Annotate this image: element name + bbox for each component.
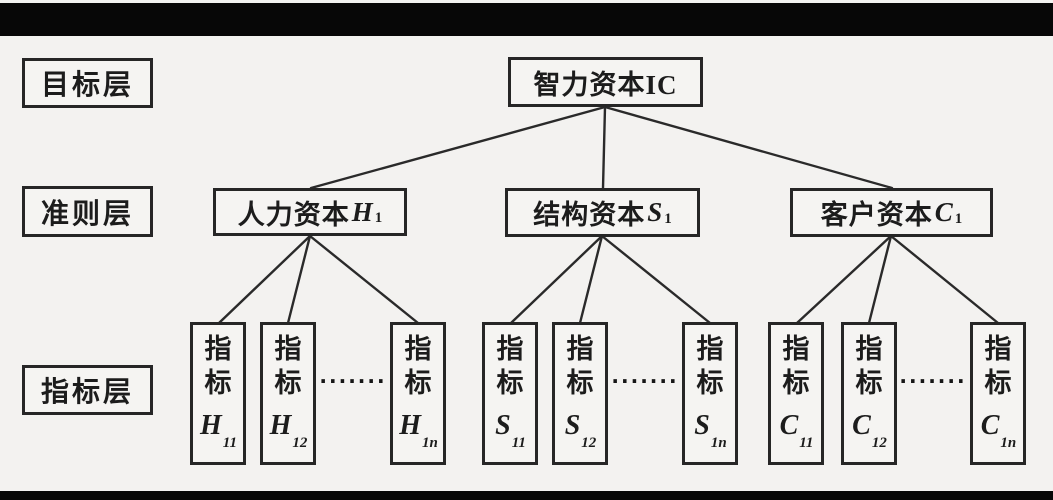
- indicator-variable: C12: [852, 410, 887, 451]
- indicator-node-h1n: 指 标 H1n: [390, 322, 446, 465]
- indicator-char-1: 指: [855, 334, 883, 364]
- indicator-char-1: 指: [566, 334, 594, 364]
- indicator-variable: H11: [200, 410, 237, 451]
- indicator-node-s11: 指 标 S11: [482, 322, 538, 465]
- ellipsis-dots-s: ·······: [611, 369, 679, 393]
- indicator-variable: S11: [495, 410, 526, 451]
- indicator-char-2: 标: [984, 368, 1012, 398]
- indicator-char-2: 标: [855, 368, 883, 398]
- indicator-char-1: 指: [496, 334, 524, 364]
- indicator-char-1: 指: [984, 334, 1012, 364]
- layer-label-indicator: 指标层: [22, 365, 153, 415]
- indicator-char-1: 指: [696, 334, 724, 364]
- indicator-variable: S12: [564, 410, 597, 451]
- criteria-label: 人力资本: [237, 199, 350, 230]
- indicator-node-h12: 指 标 H12: [260, 322, 316, 465]
- indicator-char-1: 指: [274, 334, 302, 364]
- letterbox-bottom-bar: [0, 491, 1053, 500]
- criteria-variable: C: [934, 197, 954, 227]
- letterbox-top-bar: [0, 3, 1053, 36]
- indicator-char-2: 标: [404, 368, 432, 398]
- indicator-char-2: 标: [496, 368, 524, 398]
- indicator-char-2: 标: [204, 368, 232, 398]
- indicator-variable: H1n: [399, 410, 438, 451]
- indicator-char-1: 指: [782, 334, 810, 364]
- indicator-char-2: 标: [696, 368, 724, 398]
- indicator-node-c11: 指 标 C11: [768, 322, 824, 465]
- ellipsis-dots-c: ·······: [899, 369, 967, 393]
- criteria-variable: H: [351, 196, 374, 227]
- ellipsis-dots-h: ·······: [319, 369, 387, 393]
- criteria-label: 客户资本: [820, 200, 933, 230]
- goal-node-label: 智力资本IC: [533, 69, 678, 100]
- indicator-char-1: 指: [204, 334, 232, 364]
- indicator-variable: H12: [269, 410, 308, 451]
- indicator-char-2: 标: [782, 368, 810, 398]
- indicator-char-1: 指: [404, 334, 432, 364]
- indicator-node-h11: 指 标 H11: [190, 322, 246, 465]
- indicator-node-c1n: 指 标 C1n: [970, 322, 1026, 465]
- indicator-variable: S1n: [694, 410, 727, 451]
- indicator-char-2: 标: [274, 368, 302, 398]
- indicator-variable: C11: [779, 410, 814, 451]
- indicator-node-s12: 指 标 S12: [552, 322, 608, 465]
- layer-label-goal: 目标层: [22, 58, 153, 108]
- indicator-node-s1n: 指 标 S1n: [682, 322, 738, 465]
- indicator-char-2: 标: [566, 368, 594, 398]
- criteria-variable: S: [647, 197, 664, 227]
- criteria-label: 结构资本: [533, 200, 646, 230]
- indicator-variable: C1n: [980, 410, 1017, 451]
- indicator-node-c12: 指 标 C12: [841, 322, 897, 465]
- layer-label-criteria: 准则层: [22, 186, 153, 237]
- goal-node: 智力资本IC: [508, 57, 703, 107]
